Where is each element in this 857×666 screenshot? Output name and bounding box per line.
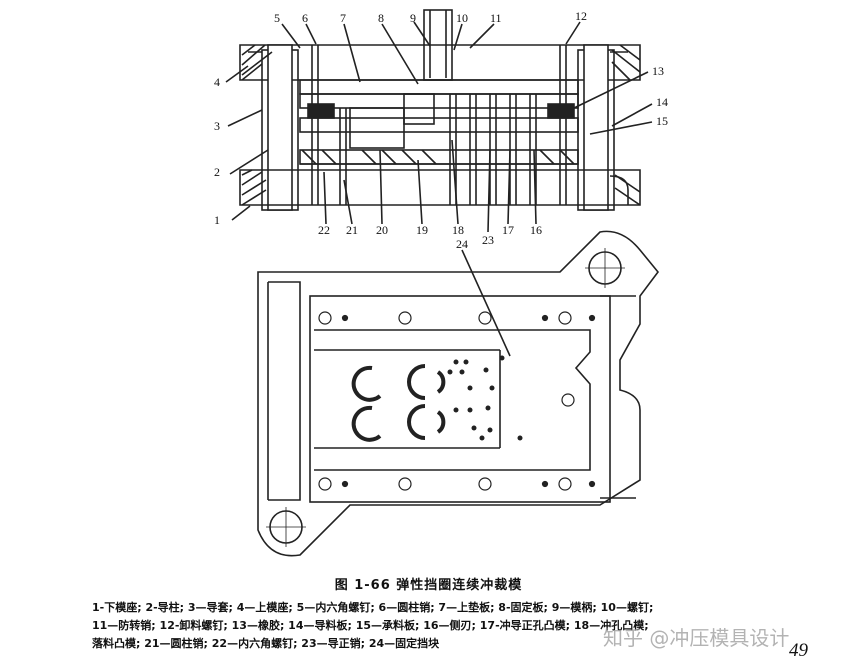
callout-20: 20 [376, 223, 388, 237]
legend-line-1: 1-下模座; 2-导柱; 3—导套; 4—上模座; 5—内六角螺钉; 6—圆柱销… [92, 601, 654, 614]
callout-5: 5 [274, 11, 280, 25]
callout-23: 23 [482, 233, 494, 247]
callout-7: 7 [340, 11, 346, 25]
callout-19: 19 [416, 223, 428, 237]
watermark: 知乎 @冲压模具设计 [603, 626, 790, 650]
callout-13: 13 [652, 64, 664, 78]
callout-2: 2 [214, 165, 220, 179]
callout-6: 6 [302, 11, 308, 25]
callout-24: 24 [456, 237, 468, 251]
callout-4: 4 [214, 75, 220, 89]
callout-10: 10 [456, 11, 468, 25]
page-number: 49 [789, 640, 808, 661]
callout-11: 11 [490, 11, 502, 25]
callout-21: 21 [346, 223, 358, 237]
callout-12: 12 [575, 9, 587, 23]
callout-16: 16 [530, 223, 542, 237]
callout-3: 3 [214, 119, 220, 133]
callout-15: 15 [656, 114, 668, 128]
callout-22: 22 [318, 223, 330, 237]
die-drawing [225, 9, 660, 557]
callout-17: 17 [502, 223, 514, 237]
callout-18: 18 [452, 223, 464, 237]
figure-caption: 图 1-66 弹性挡圈连续冲裁模 [334, 578, 523, 593]
callout-8: 8 [378, 11, 384, 25]
legend-line-3: 落料凸模; 21—圆柱销; 22—内六角螺钉; 23—导正销; 24—固定挡块 [92, 637, 440, 650]
callout-14: 14 [656, 95, 668, 109]
callout-1: 1 [214, 213, 220, 227]
legend-line-2: 11—防转销; 12-卸料螺钉; 13—橡胶; 14—导料板; 15—承料板; … [92, 619, 649, 632]
callout-9: 9 [410, 11, 416, 25]
